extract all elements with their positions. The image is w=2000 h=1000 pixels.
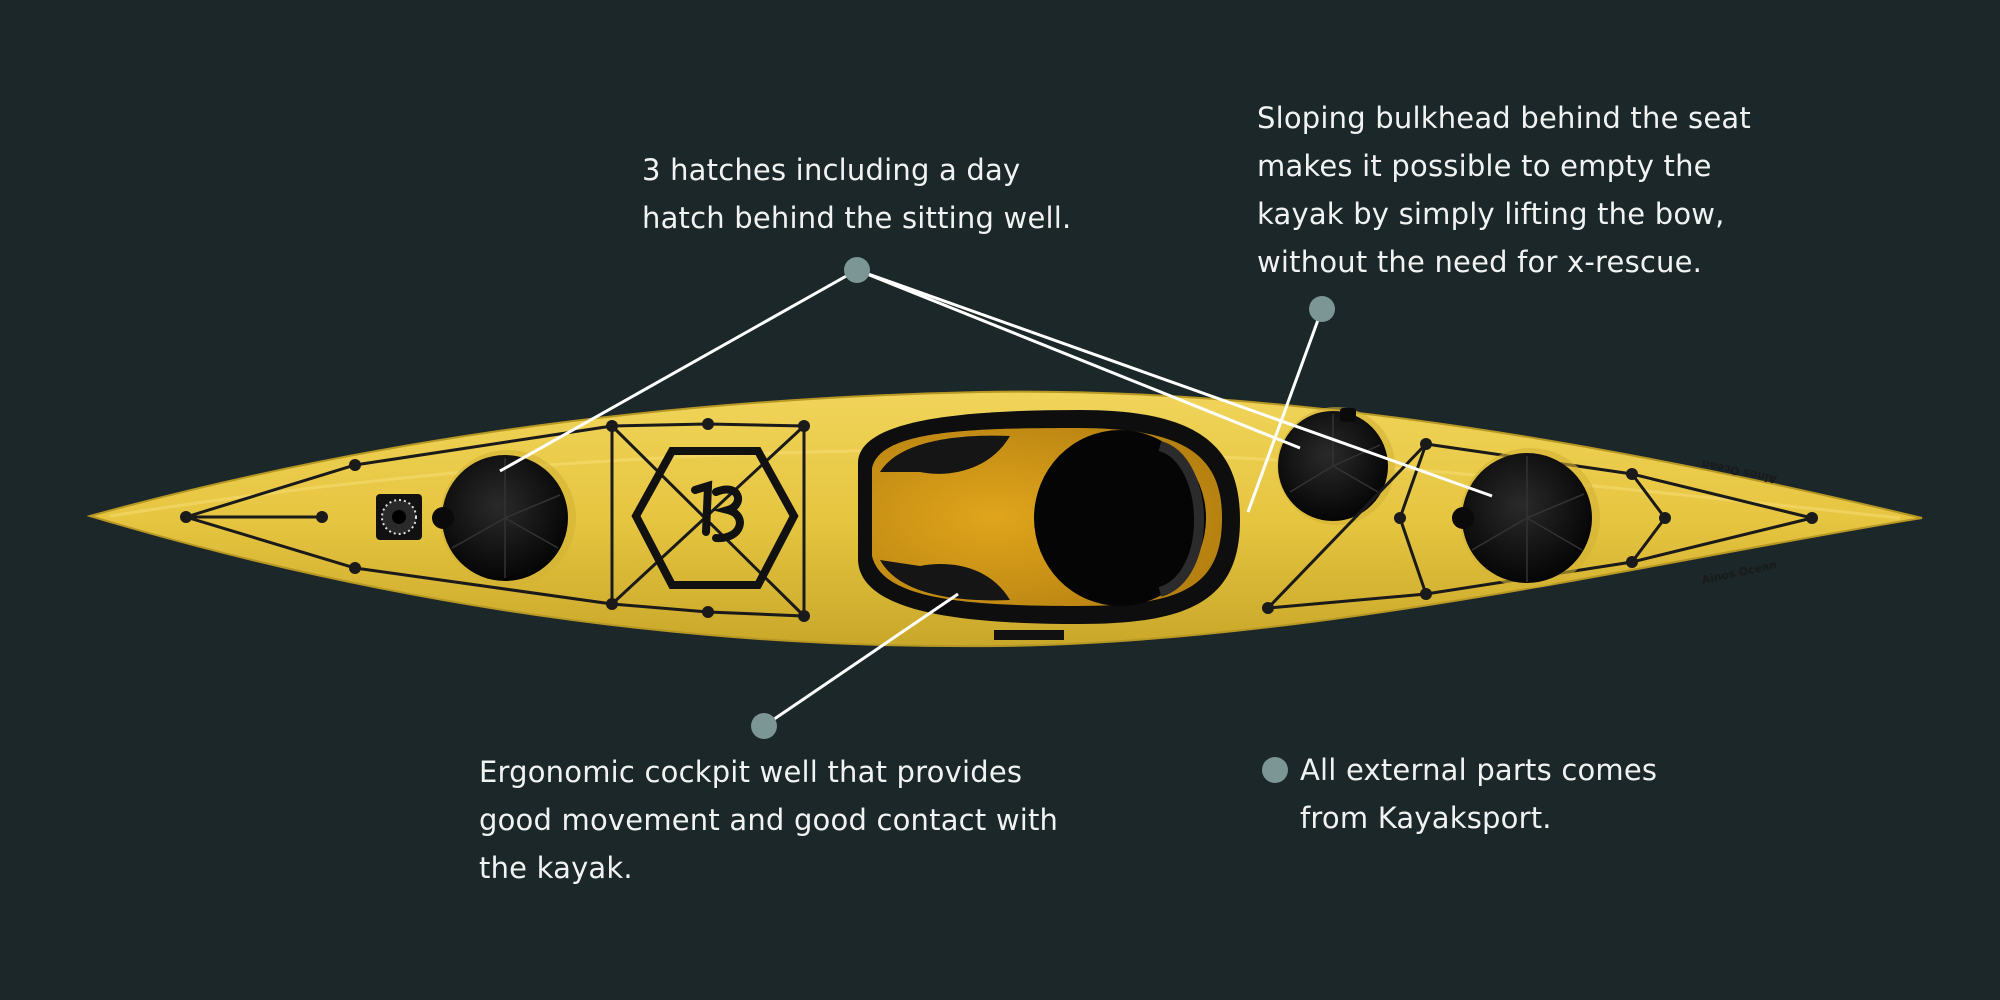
- callout-markers: [751, 257, 1335, 739]
- leader-line-front-hatch: [499, 268, 858, 473]
- rear-deck-line-fittings: [1262, 438, 1818, 614]
- brand-logo: [631, 447, 799, 589]
- front-hatch: [432, 450, 576, 586]
- front-deck-lines: [180, 422, 806, 618]
- leader-line-cockpit: [763, 592, 959, 728]
- marker-bulkhead: [1309, 296, 1335, 322]
- cockpit-thigh-pad-top: [880, 435, 1010, 474]
- callout-hatches-text: 3 hatches including a day hatch behind t…: [642, 153, 1072, 235]
- cockpit-thigh-pad-bottom: [880, 560, 1010, 601]
- leader-lines: [499, 268, 1493, 728]
- marker-parts: [1262, 757, 1288, 783]
- hull-label-bottom: Ainos Ocean: [1700, 558, 1778, 587]
- compass-icon: [376, 494, 422, 540]
- cockpit-seat: [1034, 430, 1206, 606]
- leader-line-bulkhead: [1246, 308, 1324, 513]
- deck-fitting: [994, 630, 1064, 640]
- cockpit-backrest: [1158, 441, 1204, 597]
- callout-cockpit-text: Ergonomic cockpit well that provides goo…: [479, 755, 1059, 885]
- marker-cockpit: [751, 713, 777, 739]
- marker-hatches: [844, 257, 870, 283]
- deck-line-fittings: [180, 418, 810, 622]
- callout-parts-text: All external parts comes from Kayaksport…: [1300, 753, 1658, 835]
- day-hatch: [1277, 407, 1395, 525]
- rear-hatch: [1452, 448, 1600, 588]
- callout-bulkhead-text: Sloping bulkhead behind the seat makes i…: [1257, 101, 1751, 279]
- leader-line-day-hatch: [856, 268, 1301, 450]
- cockpit: [858, 410, 1240, 624]
- leader-line-rear-hatch: [856, 268, 1493, 498]
